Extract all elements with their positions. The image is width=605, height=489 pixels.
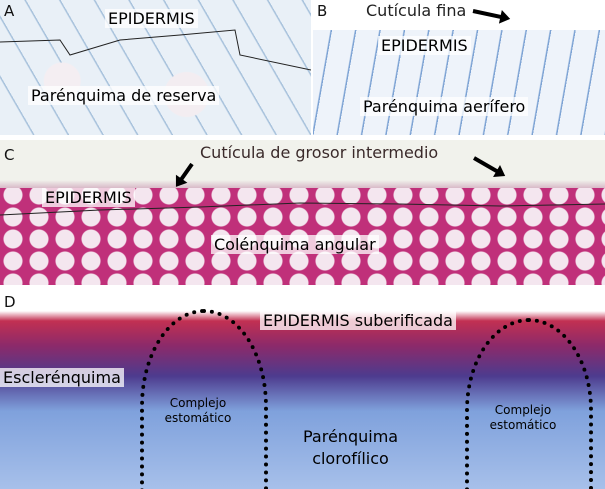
epidermis-label: EPIDERMIS [42, 188, 135, 207]
stomatal-complex-label: Complejo estomático [164, 396, 232, 425]
panel-letter: A [4, 2, 15, 20]
tissue-label: Parénquima de reserva [28, 86, 220, 105]
panel-letter: B [317, 2, 328, 20]
stomatal-complex-outline [465, 318, 593, 489]
panel-b-micrograph: B Cutícula fina EPIDERMIS Parénquima aer… [313, 0, 605, 135]
tissue-label: Parénquima clorofílico [303, 427, 399, 468]
epidermis-label: EPIDERMIS [378, 36, 471, 55]
panel-c-micrograph: C Cutícula de grosor intermedio EPIDERMI… [0, 140, 605, 285]
epidermis-label: EPIDERMIS [105, 9, 198, 28]
cuticle-label: Cutícula de grosor intermedio [200, 143, 439, 162]
tissue-label: Colénquima angular [211, 235, 379, 254]
cuticle-label: Cutícula fina [366, 1, 467, 20]
panel-letter: D [4, 293, 16, 311]
epidermis-label: EPIDERMIS suberificada [260, 311, 456, 330]
panel-a-micrograph: A EPIDERMIS Parénquima de reserva [0, 0, 311, 135]
epidermis-boundary-line [0, 29, 311, 71]
tissue-label: Esclerénquima [0, 368, 124, 387]
panel-letter: C [4, 146, 15, 164]
epidermis-boundary-line [0, 202, 605, 216]
panel-d-micrograph: D EPIDERMIS suberificada Esclerénquima C… [0, 291, 605, 489]
stomatal-complex-label: Complejo estomático [489, 403, 557, 432]
stomatal-complex-outline [140, 309, 268, 489]
tissue-label: Parénquima aerífero [360, 97, 529, 116]
